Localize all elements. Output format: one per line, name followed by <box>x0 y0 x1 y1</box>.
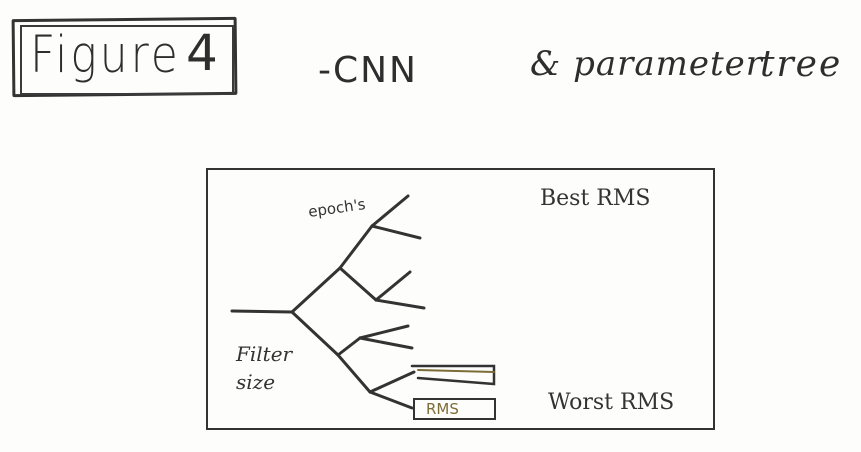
figure-title-tree: tree <box>760 44 843 85</box>
tree-highlight-branch <box>410 364 496 386</box>
tree-leaf-7 <box>368 370 416 394</box>
worst-rms-label: Worst RMS <box>548 390 675 415</box>
tree-leaf-3 <box>374 270 412 302</box>
rms-highlight-box <box>413 398 496 420</box>
tree-leaf-4 <box>374 298 426 310</box>
tree-trunk <box>230 309 294 314</box>
tree-leaf-1 <box>370 194 410 228</box>
tree-branch-lower-lower <box>336 353 372 394</box>
figure-title-model: -CNN <box>318 50 418 91</box>
rms-highlight-label: RMS <box>426 400 459 418</box>
tree-branch-upper-upper <box>338 224 374 270</box>
filter-label-line2: size <box>236 370 276 394</box>
filter-label-line1: Filter <box>236 342 293 366</box>
tree-branch-lower-upper <box>336 336 362 357</box>
filter-size-label: Filter size <box>236 340 292 396</box>
best-rms-label: Best RMS <box>540 186 651 211</box>
figure-label: Figure <box>30 26 181 85</box>
tree-leaf-5 <box>358 324 410 340</box>
figure-title-parameter: & parameter <box>530 44 764 84</box>
tree-branch-upper <box>290 266 342 314</box>
figure-number: 4 <box>186 24 218 82</box>
tree-branch-upper-lower <box>338 266 378 302</box>
tree-branch-lower <box>290 310 340 357</box>
diagram-frame <box>206 168 715 430</box>
figure-label-frame-inner <box>20 25 234 95</box>
tree-leaf-8 <box>368 390 414 410</box>
tree-leaf-2 <box>370 224 422 240</box>
tree-leaf-6 <box>358 336 414 350</box>
